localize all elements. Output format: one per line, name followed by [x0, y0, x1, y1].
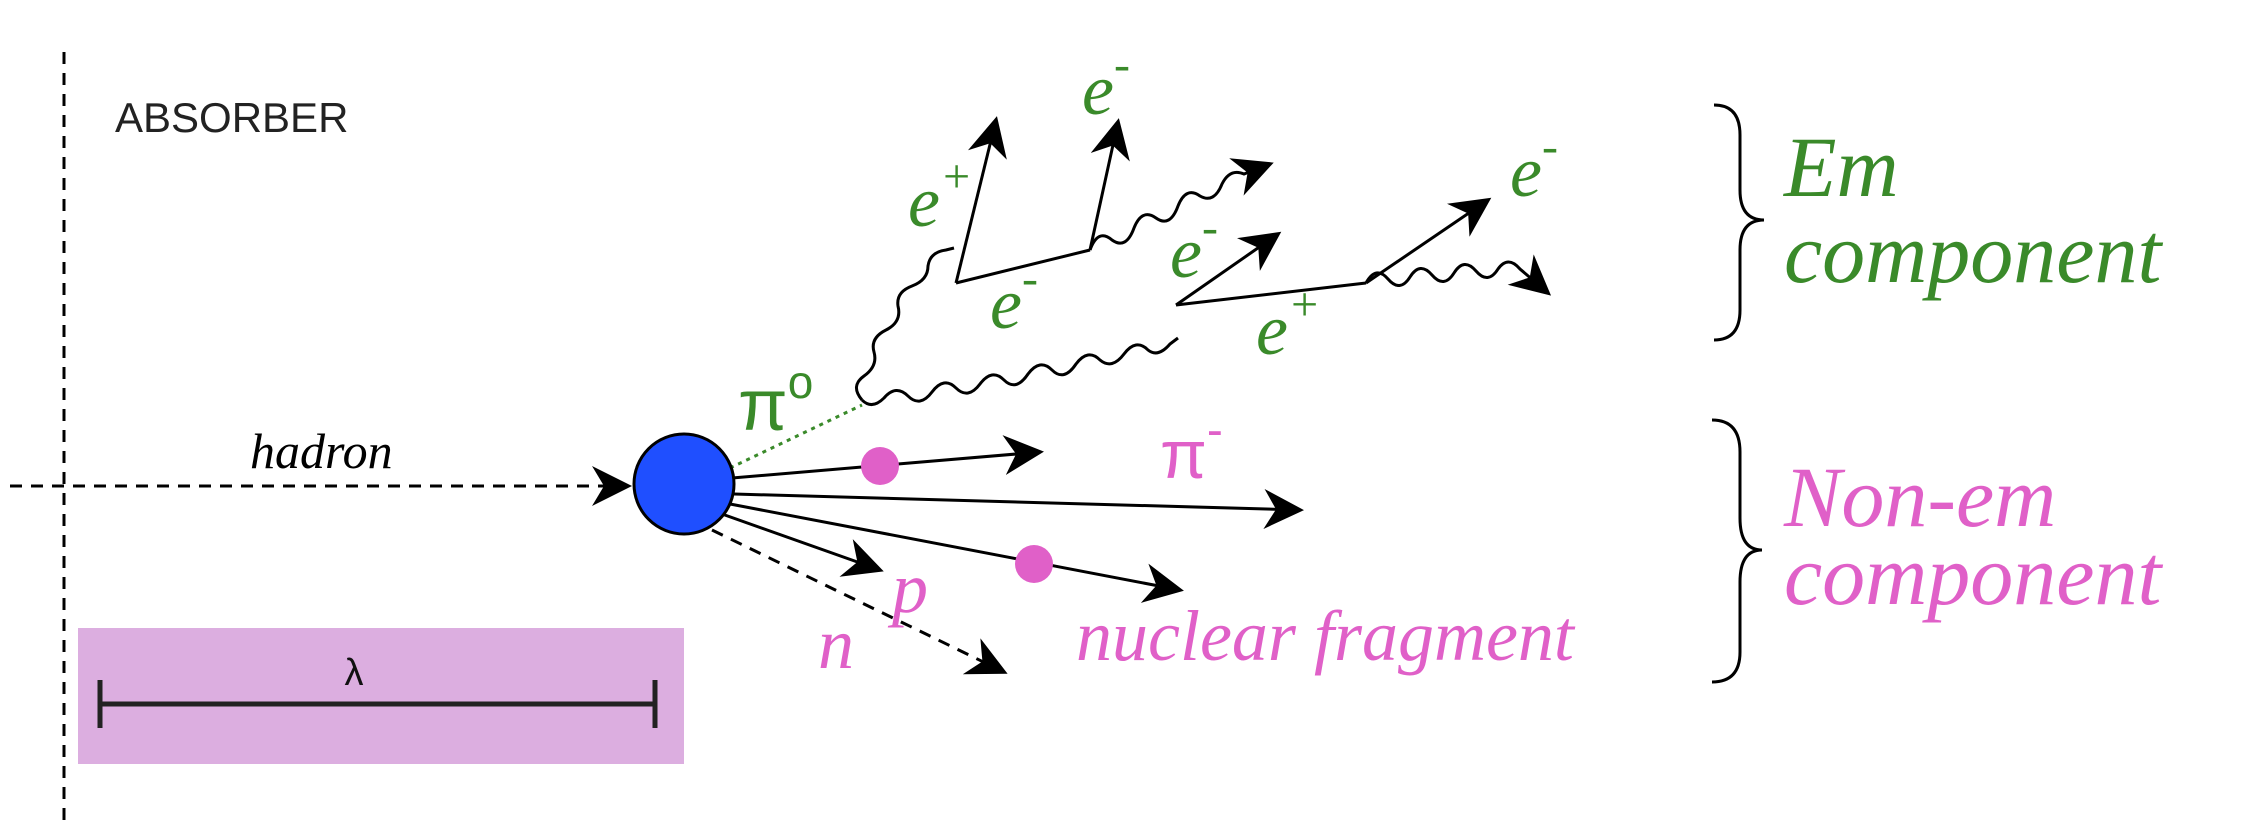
e-plus-left-label: e+ [908, 150, 972, 242]
e-minus-mid-label: e- [990, 252, 1038, 344]
e-plus-right-label: e+ [1256, 278, 1320, 370]
pi-minus-track [733, 488, 1304, 529]
photon-top-right-track [1088, 158, 1274, 251]
e-minus-top-label: e- [1082, 38, 1130, 130]
pi0-label: πo [738, 356, 813, 446]
e-plus-right-track [1175, 281, 1367, 307]
absorber-label: ABSORBER [115, 94, 348, 141]
nuclear-fragment-track [729, 502, 1184, 603]
photon-lower-track [860, 336, 1179, 406]
e-minus-top-track [1088, 118, 1130, 251]
neutron-label: n [818, 604, 854, 684]
non-em-component-label-line2: component [1784, 527, 2163, 623]
pi-minus-label: π- [1160, 404, 1223, 493]
e-minus-low-track [1175, 231, 1282, 307]
e-minus-low-label: e- [1170, 201, 1218, 293]
lambda-label: λ [345, 652, 364, 694]
em-component-label-line2: component [1784, 205, 2163, 301]
e-minus-right-label: e- [1510, 120, 1558, 212]
non-em-component-label-line1: Non-em [1783, 449, 2056, 545]
non-em-component-brace [1711, 418, 1763, 684]
nuclear-fragment-dot [1015, 545, 1053, 583]
e-plus-left-track [954, 116, 1007, 284]
nuclear-fragment-label: nuclear fragment [1076, 596, 1576, 676]
neutron-track [711, 528, 1008, 675]
pi0-track [729, 403, 863, 470]
em-component-brace [1713, 103, 1765, 342]
em-component-label-line1: Em [1782, 119, 1899, 215]
photon-upper-track [855, 246, 955, 401]
proton-track [721, 512, 884, 577]
interaction-length-band [78, 628, 684, 764]
upper-hadron-dot [861, 447, 899, 485]
e-minus-right-track [1365, 197, 1492, 285]
upper-pair-line [955, 248, 1091, 285]
proton-label: p [887, 548, 928, 628]
photon-far-right-track [1364, 254, 1552, 296]
interaction-vertex [632, 432, 736, 536]
hadron-label: hadron [250, 423, 393, 479]
